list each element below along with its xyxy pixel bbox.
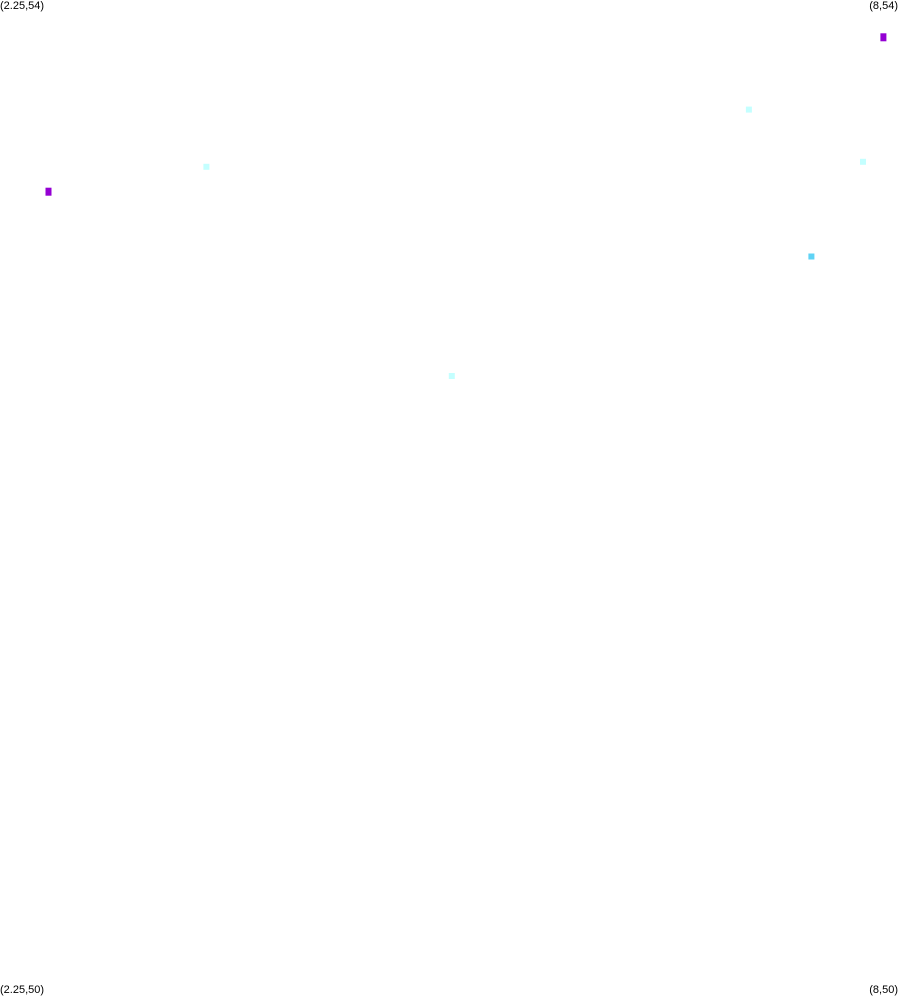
scatter-point-5 — [203, 163, 210, 170]
scatter-point-2 — [45, 187, 52, 196]
scatter-point-3 — [745, 106, 752, 113]
corner-label-bottom-left: (2.25,50) — [0, 984, 45, 996]
corner-label-top-left: (2.25,54) — [0, 0, 45, 12]
scatter-point-4 — [860, 158, 866, 165]
corner-label-top-right: (8,54) — [869, 0, 898, 12]
scatter-point-7 — [448, 373, 455, 379]
scatter-point-6 — [808, 253, 815, 260]
corner-label-bottom-right: (8,50) — [869, 984, 898, 996]
scatter-point-1 — [880, 33, 887, 42]
